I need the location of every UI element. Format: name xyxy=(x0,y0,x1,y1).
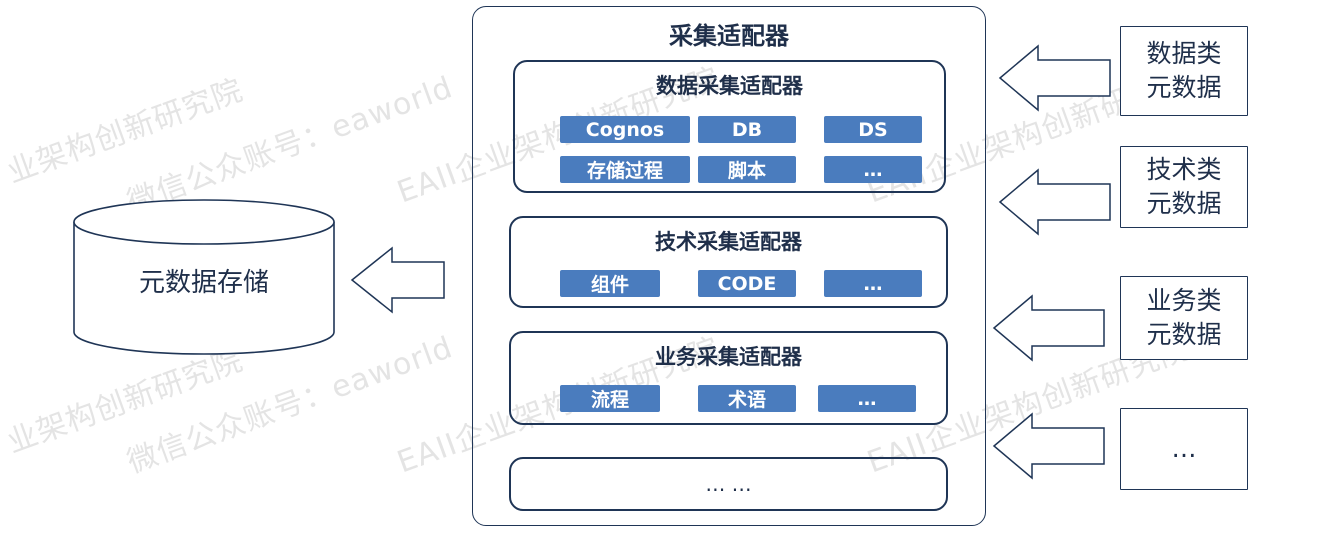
adapter-chip: … xyxy=(824,156,922,183)
collector-title: 采集适配器 xyxy=(669,22,789,50)
adapter-chip: DS xyxy=(824,116,922,143)
source-line: 元数据 xyxy=(1146,320,1222,349)
source-line: 数据类 xyxy=(1146,39,1222,68)
arrow-left-icon xyxy=(992,294,1105,362)
adapter-chip: 存储过程 xyxy=(560,156,690,183)
more-adapter-label: … … xyxy=(705,472,752,496)
source-line: 元数据 xyxy=(1146,73,1222,102)
more-adapter-box: … … xyxy=(509,457,948,511)
business-adapter-title: 业务采集适配器 xyxy=(655,345,802,369)
arrow-left-icon xyxy=(992,412,1105,480)
data-adapter-box xyxy=(513,60,946,193)
adapter-chip: 组件 xyxy=(560,270,660,297)
source-box-more: … xyxy=(1120,408,1248,490)
source-box-tech: 技术类 元数据 xyxy=(1120,146,1248,228)
adapter-chip: … xyxy=(818,385,916,412)
arrow-left-icon xyxy=(998,168,1111,236)
adapter-chip: DB xyxy=(698,116,796,143)
tech-adapter-box xyxy=(509,216,948,308)
adapter-chip: 术语 xyxy=(698,385,796,412)
source-line: 业务类 xyxy=(1146,286,1222,315)
tech-adapter-title: 技术采集适配器 xyxy=(655,230,802,254)
source-line: 元数据 xyxy=(1146,189,1222,218)
arrow-left-icon xyxy=(998,44,1111,112)
business-adapter-box xyxy=(509,331,948,425)
storage-label: 元数据存储 xyxy=(138,268,269,298)
collector-box xyxy=(472,6,986,526)
arrow-left-icon xyxy=(350,246,445,314)
adapter-chip: CODE xyxy=(698,270,796,297)
source-box-business: 业务类 元数据 xyxy=(1120,276,1248,360)
source-line: 技术类 xyxy=(1146,155,1222,184)
source-line: … xyxy=(1171,434,1197,463)
adapter-chip: 脚本 xyxy=(698,156,796,183)
data-adapter-title: 数据采集适配器 xyxy=(656,74,803,98)
storage-cylinder-icon xyxy=(73,199,335,355)
source-box-data: 数据类 元数据 xyxy=(1120,26,1248,116)
adapter-chip: Cognos xyxy=(560,116,690,143)
adapter-chip: … xyxy=(824,270,922,297)
adapter-chip: 流程 xyxy=(560,385,660,412)
